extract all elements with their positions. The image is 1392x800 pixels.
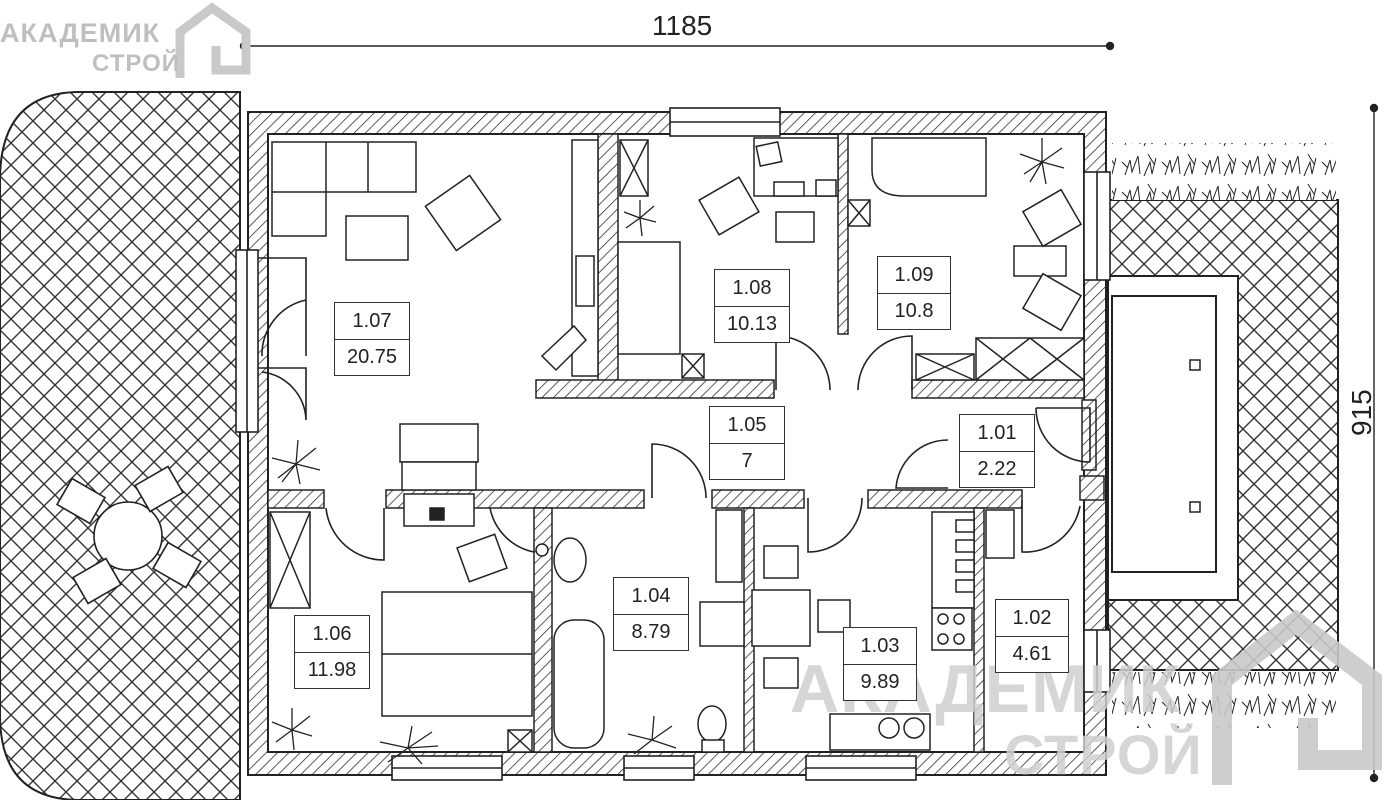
room-label: 1.07 20.75 [334, 302, 410, 376]
room-code: 1.07 [335, 303, 409, 340]
furniture [269, 137, 1085, 753]
room-area: 2.22 [977, 458, 1017, 480]
dining-set [55, 465, 203, 605]
brand-name-bottom: СТРОЙ [92, 50, 181, 77]
room-label: 1.04 8.79 [613, 577, 689, 651]
height-dimension-label: 915 [1346, 389, 1377, 436]
room-area: 8.79 [631, 621, 671, 643]
room-label: 1.01 2.22 [959, 414, 1035, 488]
room-label: 1.05 7 [709, 406, 785, 480]
room-code: 1.02 [996, 600, 1068, 637]
room-area: 20.75 [346, 346, 398, 368]
watermark-name-bottom: СТРОЙ [1004, 723, 1203, 786]
doors [258, 257, 1091, 561]
plants [271, 138, 1065, 765]
room-label: 1.03 9.89 [843, 627, 917, 701]
room-label: 1.08 10.13 [714, 269, 790, 343]
room-code: 1.08 [715, 270, 789, 307]
brand-logo-icon [175, 2, 251, 78]
room-code: 1.09 [878, 257, 950, 294]
room-code: 1.03 [844, 628, 916, 665]
room-area: 11.98 [307, 659, 357, 681]
room-label: 1.02 4.61 [995, 599, 1069, 673]
interior-walls [267, 133, 1105, 753]
room-code: 1.06 [295, 616, 369, 653]
room-code: 1.04 [614, 578, 688, 615]
room-code: 1.01 [960, 415, 1034, 452]
room-area: 4.61 [1012, 643, 1052, 665]
dimension-lines [239, 41, 1379, 783]
terrace-left [0, 91, 241, 800]
brand-name-top: АКАДЕМИК [0, 18, 161, 48]
room-area: 7 [741, 450, 753, 472]
room-area: 10.13 [726, 313, 778, 335]
room-code: 1.05 [710, 407, 784, 444]
outer-walls [247, 111, 1107, 776]
room-area: 10.8 [894, 300, 934, 322]
windows [235, 107, 1111, 781]
grass-top [1112, 143, 1336, 200]
room-label: 1.06 11.98 [294, 615, 370, 689]
width-dimension-label: 1185 [652, 10, 713, 41]
room-area: 9.89 [860, 671, 900, 693]
room-label: 1.09 10.8 [877, 256, 951, 330]
watermark-logo-icon [1212, 609, 1382, 785]
